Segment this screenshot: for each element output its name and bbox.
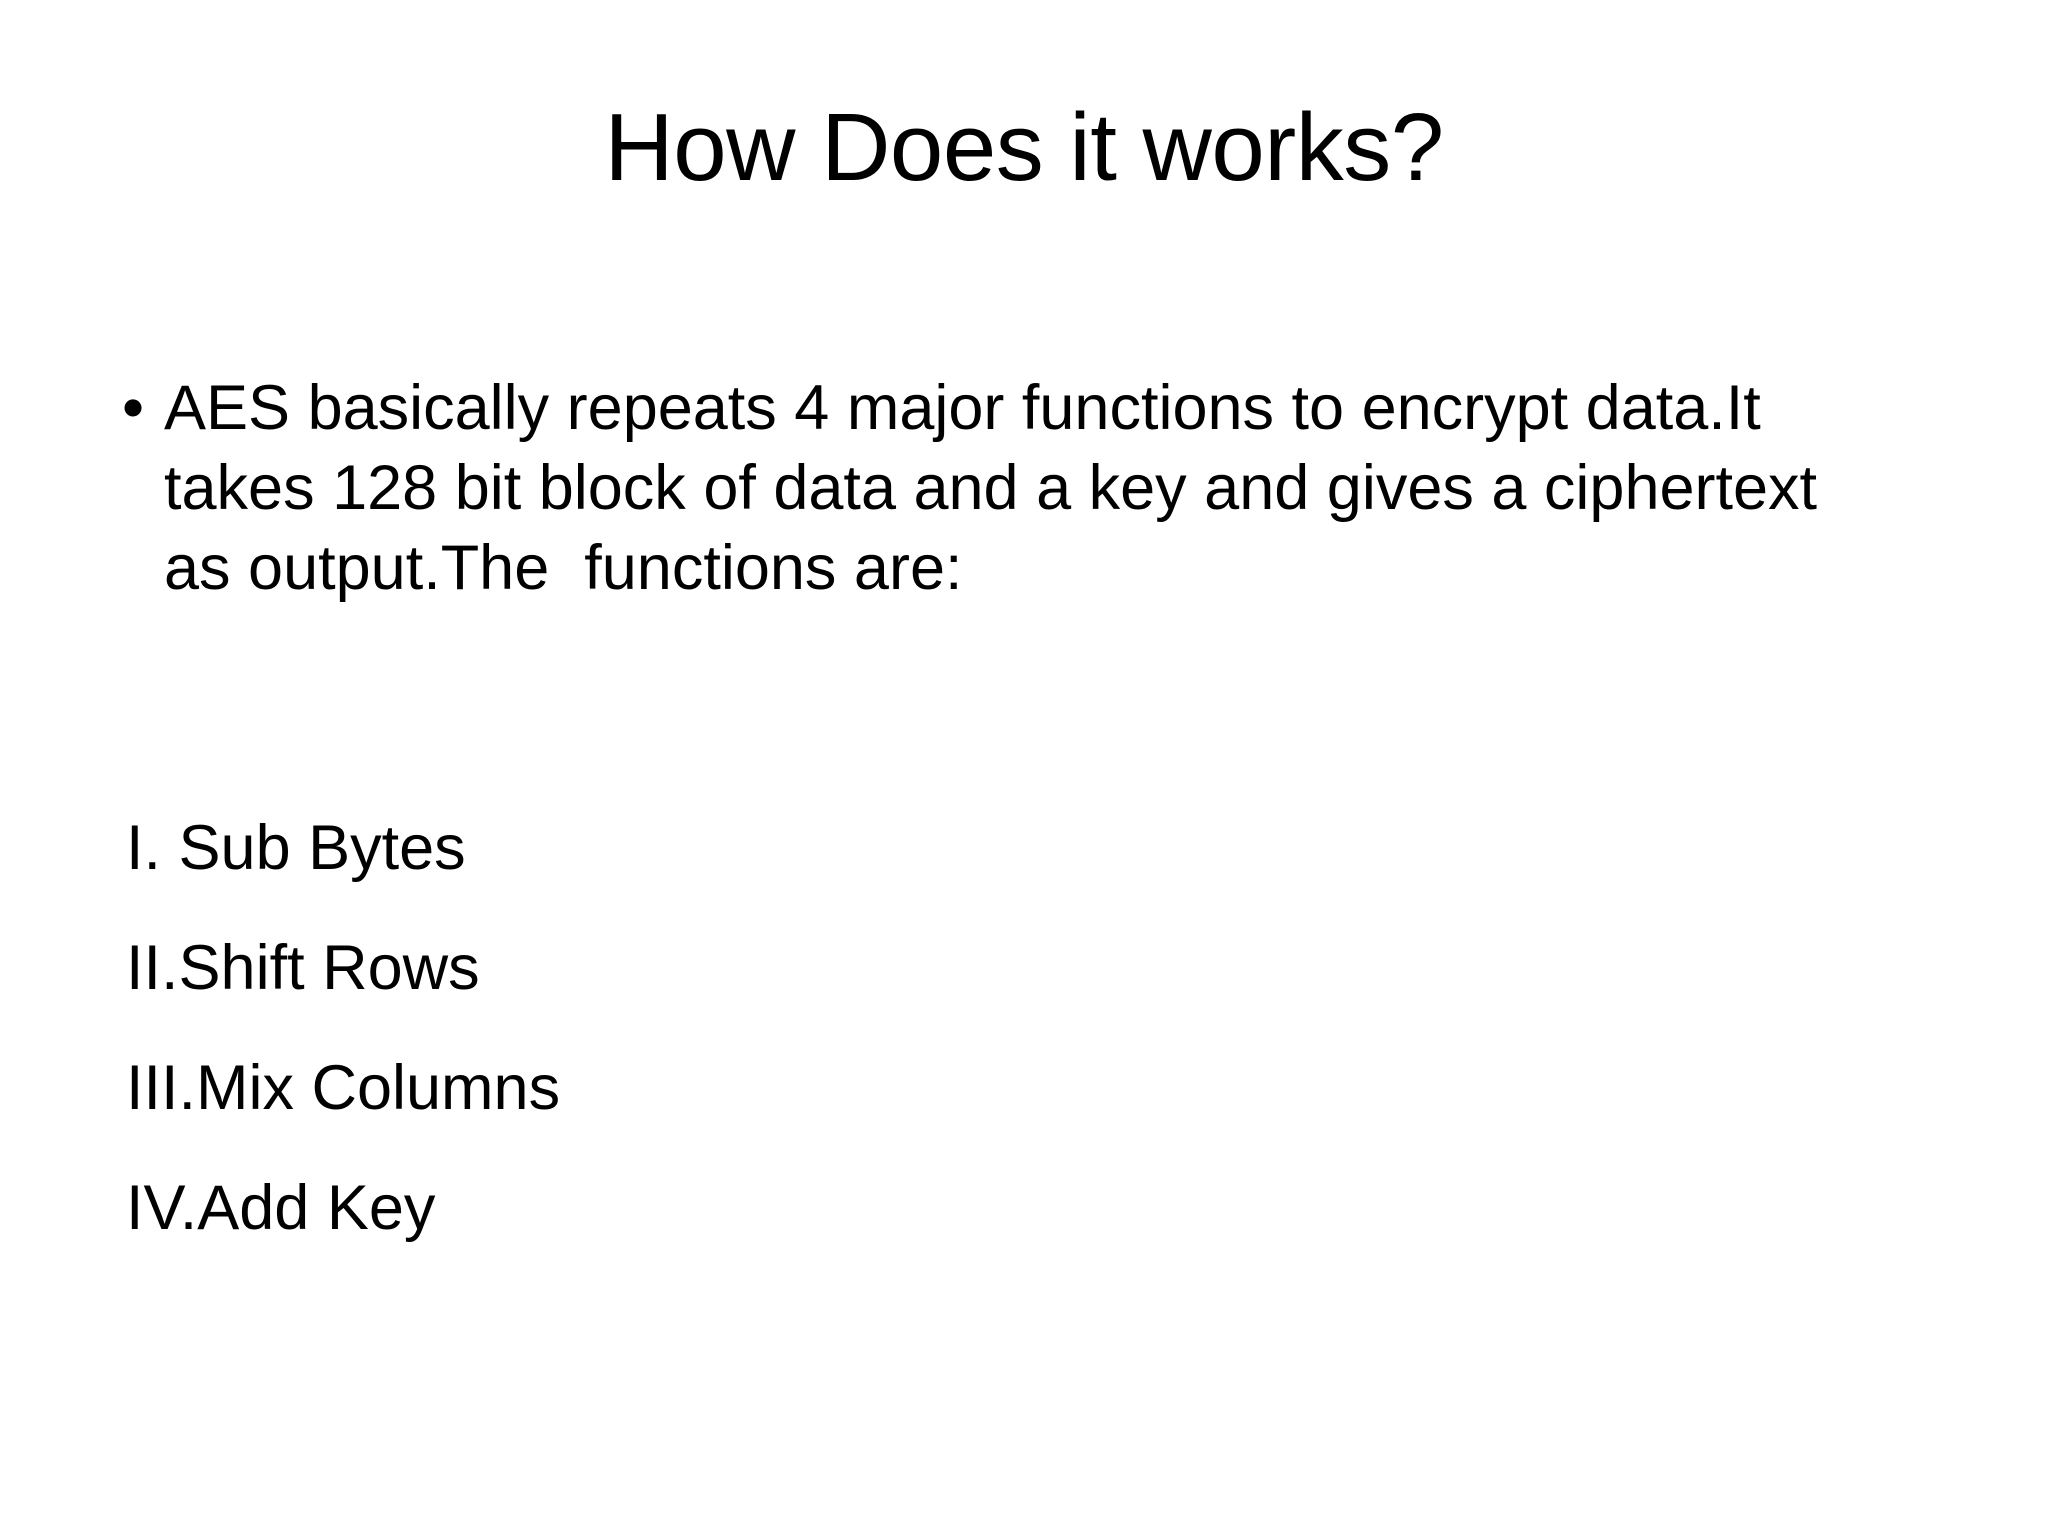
list-item: I. Sub Bytes (126, 813, 466, 883)
bullet-point-icon: • (122, 373, 145, 443)
slide-title-block: How Does it works? (0, 96, 2048, 200)
function-list: I. Sub Bytes II.Shift Rows III.Mix Colum… (126, 788, 1826, 1268)
list-item: IV.Add Key (126, 1173, 436, 1243)
bullet-paragraph-text: AES basically repeats 4 major functions … (164, 373, 1835, 603)
list-item: III.Mix Columns (126, 1053, 561, 1123)
bullet-list-item: • AES basically repeats 4 major function… (108, 368, 1928, 608)
list-item: II.Shift Rows (126, 933, 480, 1003)
page-title: How Does it works? (604, 94, 1444, 201)
body-content-block: • AES basically repeats 4 major function… (108, 368, 1928, 608)
